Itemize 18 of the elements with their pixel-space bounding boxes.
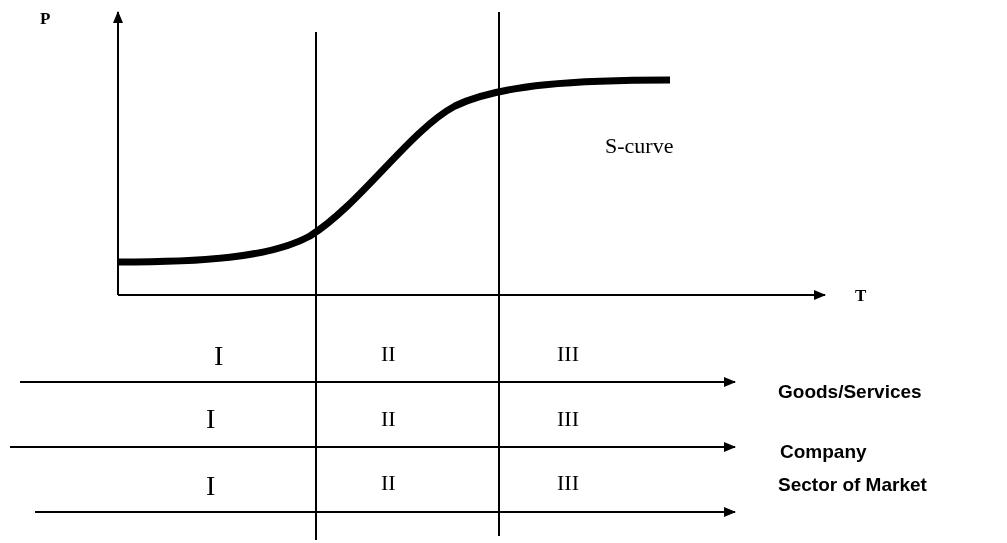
- row-label: Sector of Market: [735, 475, 927, 494]
- row-label: Company: [735, 442, 867, 461]
- phase-numeral: I: [206, 405, 216, 433]
- phase-numeral: III: [557, 408, 579, 430]
- phase-numeral: II: [381, 343, 396, 365]
- phase-numeral: III: [557, 343, 579, 365]
- arrow: [34, 507, 736, 517]
- arrow: [9, 442, 736, 452]
- phase-numeral: II: [381, 472, 396, 494]
- row-label: Goods/Services: [735, 382, 922, 401]
- phase-numeral: I: [206, 472, 216, 500]
- arrow: [19, 377, 736, 387]
- axis-label: P: [40, 10, 51, 27]
- phase-numeral: I: [214, 342, 224, 370]
- curve-label: S-curve: [605, 135, 674, 157]
- axis-label: T: [855, 287, 867, 304]
- phase-numeral: II: [381, 408, 396, 430]
- phase-numeral: III: [557, 472, 579, 494]
